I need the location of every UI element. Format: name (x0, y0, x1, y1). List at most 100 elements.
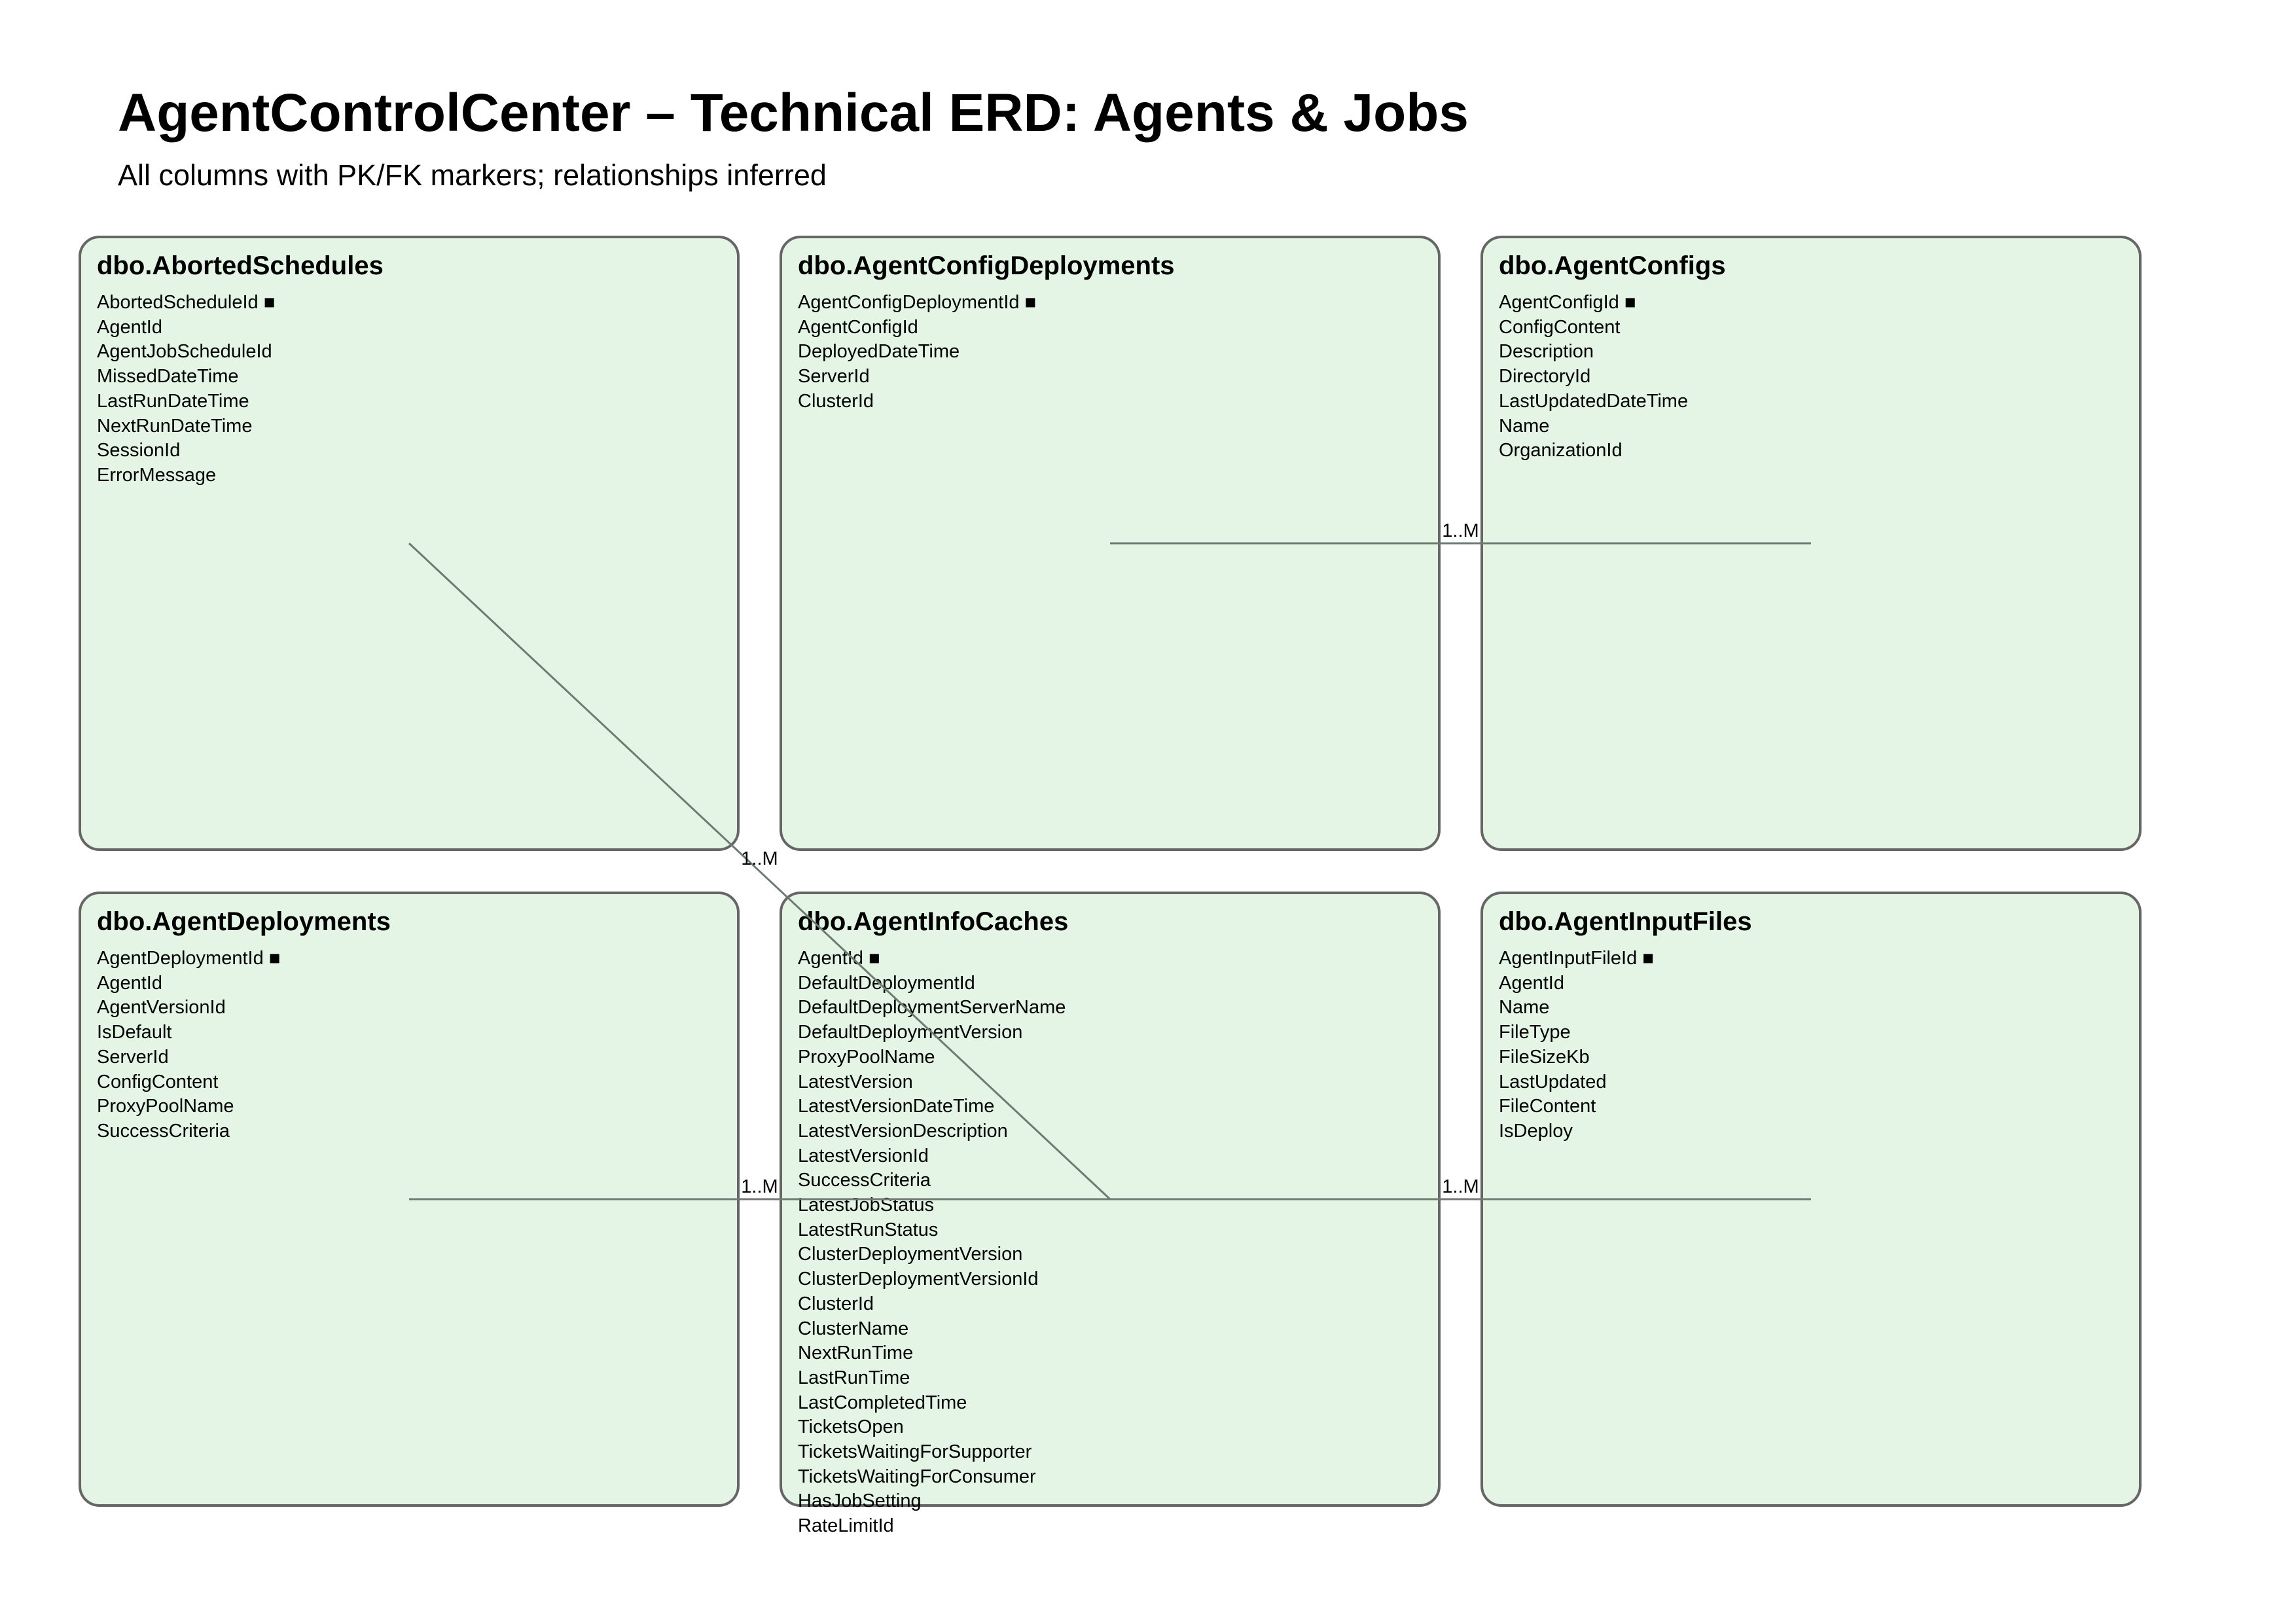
column-name: LastUpdatedDateTime (1499, 390, 1689, 412)
column-name: DirectoryId (1499, 366, 1591, 388)
column-row: AgentId■ (798, 947, 1066, 971)
column-row: LastRunDateTime (97, 389, 275, 414)
column-row: AgentConfigId■ (1499, 291, 1688, 316)
primary-key-marker: ■ (268, 948, 281, 969)
column-name: AgentConfigId (798, 316, 918, 338)
column-row: ServerId (97, 1045, 280, 1070)
column-name: SuccessCriteria (798, 1170, 931, 1191)
column-name: ConfigContent (1499, 316, 1621, 338)
column-name: AgentId (1499, 972, 1564, 994)
table-name: dbo.AbortedSchedules (97, 251, 384, 280)
column-name: HasJobSetting (798, 1490, 922, 1512)
column-name: AgentJobScheduleId (97, 341, 272, 363)
cardinality-label: 1..M (1442, 520, 1479, 541)
column-row: RateLimitId (798, 1514, 1066, 1539)
column-name: AgentVersionId (97, 997, 226, 1019)
cardinality-label: 1..M (741, 848, 778, 869)
table-name: dbo.AgentConfigDeployments (798, 251, 1175, 280)
column-name: NextRunTime (798, 1343, 914, 1364)
column-row: DefaultDeploymentVersion (798, 1020, 1066, 1045)
column-row: ClusterDeploymentVersionId (798, 1267, 1066, 1292)
column-row: AgentVersionId (97, 996, 280, 1020)
column-row: IsDeploy (1499, 1119, 1654, 1144)
column-name: Name (1499, 997, 1550, 1019)
column-name: AgentInputFileId (1499, 948, 1638, 969)
column-row: AgentId (97, 316, 275, 340)
column-name: ClusterName (798, 1318, 909, 1339)
column-name: AgentConfigDeploymentId (798, 292, 1020, 313)
column-name: LatestVersionDescription (798, 1120, 1008, 1142)
column-name: LatestVersionId (798, 1145, 929, 1166)
column-row: AgentConfigDeploymentId■ (798, 291, 1036, 316)
column-name: DeployedDateTime (798, 341, 960, 363)
column-row: ClusterName (798, 1317, 1066, 1342)
column-row: LatestRunStatus (798, 1218, 1066, 1243)
column-name: ClusterDeploymentVersion (798, 1244, 1023, 1265)
column-row: ServerId (798, 365, 1036, 389)
column-name: DefaultDeploymentServerName (798, 997, 1066, 1019)
column-name: DefaultDeploymentVersion (798, 1022, 1023, 1043)
column-row: ClusterId (798, 389, 1036, 414)
column-row: ProxyPoolName (798, 1045, 1066, 1070)
table-name: dbo.AgentInputFiles (1499, 907, 1752, 936)
column-name: LastUpdated (1499, 1071, 1607, 1092)
column-row: ConfigContent (97, 1070, 280, 1095)
column-row: DirectoryId (1499, 365, 1688, 389)
column-name: LatestJobStatus (798, 1195, 934, 1216)
column-row: TicketsWaitingForConsumer (798, 1465, 1066, 1490)
column-row: AgentId (97, 971, 280, 996)
column-row: FileContent (1499, 1094, 1654, 1119)
column-row: DeployedDateTime (798, 340, 1036, 365)
column-name: ErrorMessage (97, 464, 217, 486)
column-name: FileType (1499, 1022, 1571, 1043)
primary-key-marker: ■ (1624, 292, 1636, 313)
column-row: AbortedScheduleId■ (97, 291, 275, 316)
column-row: ClusterDeploymentVersion (798, 1242, 1066, 1267)
page-subtitle: All columns with PK/FK markers; relation… (118, 158, 827, 192)
column-row: NextRunDateTime (97, 414, 275, 439)
column-name: TicketsWaitingForConsumer (798, 1466, 1036, 1487)
column-row: LastRunTime (798, 1366, 1066, 1391)
column-row: SuccessCriteria (798, 1168, 1066, 1193)
column-name: ClusterId (798, 390, 874, 412)
column-name: ConfigContent (97, 1071, 219, 1092)
column-row: AgentInputFileId■ (1499, 947, 1654, 971)
primary-key-marker: ■ (1024, 292, 1037, 313)
column-row: TicketsOpen (798, 1415, 1066, 1440)
column-row: MissedDateTime (97, 365, 275, 389)
column-row: SessionId (97, 439, 275, 463)
column-row: LastCompletedTime (798, 1391, 1066, 1416)
column-name: Name (1499, 415, 1550, 437)
column-row: AgentConfigId (798, 316, 1036, 340)
column-name: ClusterId (798, 1293, 874, 1314)
column-row: Name (1499, 414, 1688, 439)
column-name: ServerId (97, 1046, 169, 1068)
column-row: DefaultDeploymentId (798, 971, 1066, 996)
column-row: TicketsWaitingForSupporter (798, 1440, 1066, 1465)
column-name: IsDefault (97, 1022, 172, 1043)
column-name: LatestVersion (798, 1071, 913, 1092)
column-name: ProxyPoolName (97, 1096, 234, 1117)
column-name: TicketsOpen (798, 1416, 904, 1438)
column-row: OrganizationId (1499, 439, 1688, 463)
column-name: SuccessCriteria (97, 1120, 230, 1142)
column-row: SuccessCriteria (97, 1119, 280, 1144)
column-row: LatestJobStatus (798, 1193, 1066, 1218)
column-name: AgentId (97, 316, 162, 338)
column-name: FileSizeKb (1499, 1046, 1590, 1068)
column-row: ClusterId (798, 1292, 1066, 1317)
column-name: MissedDateTime (97, 366, 239, 388)
column-name: IsDeploy (1499, 1120, 1573, 1142)
column-name: Description (1499, 341, 1594, 363)
column-row: FileType (1499, 1020, 1654, 1045)
column-name: LatestRunStatus (798, 1219, 939, 1240)
cardinality-label: 1..M (1442, 1176, 1479, 1197)
cardinality-label: 1..M (741, 1176, 778, 1197)
